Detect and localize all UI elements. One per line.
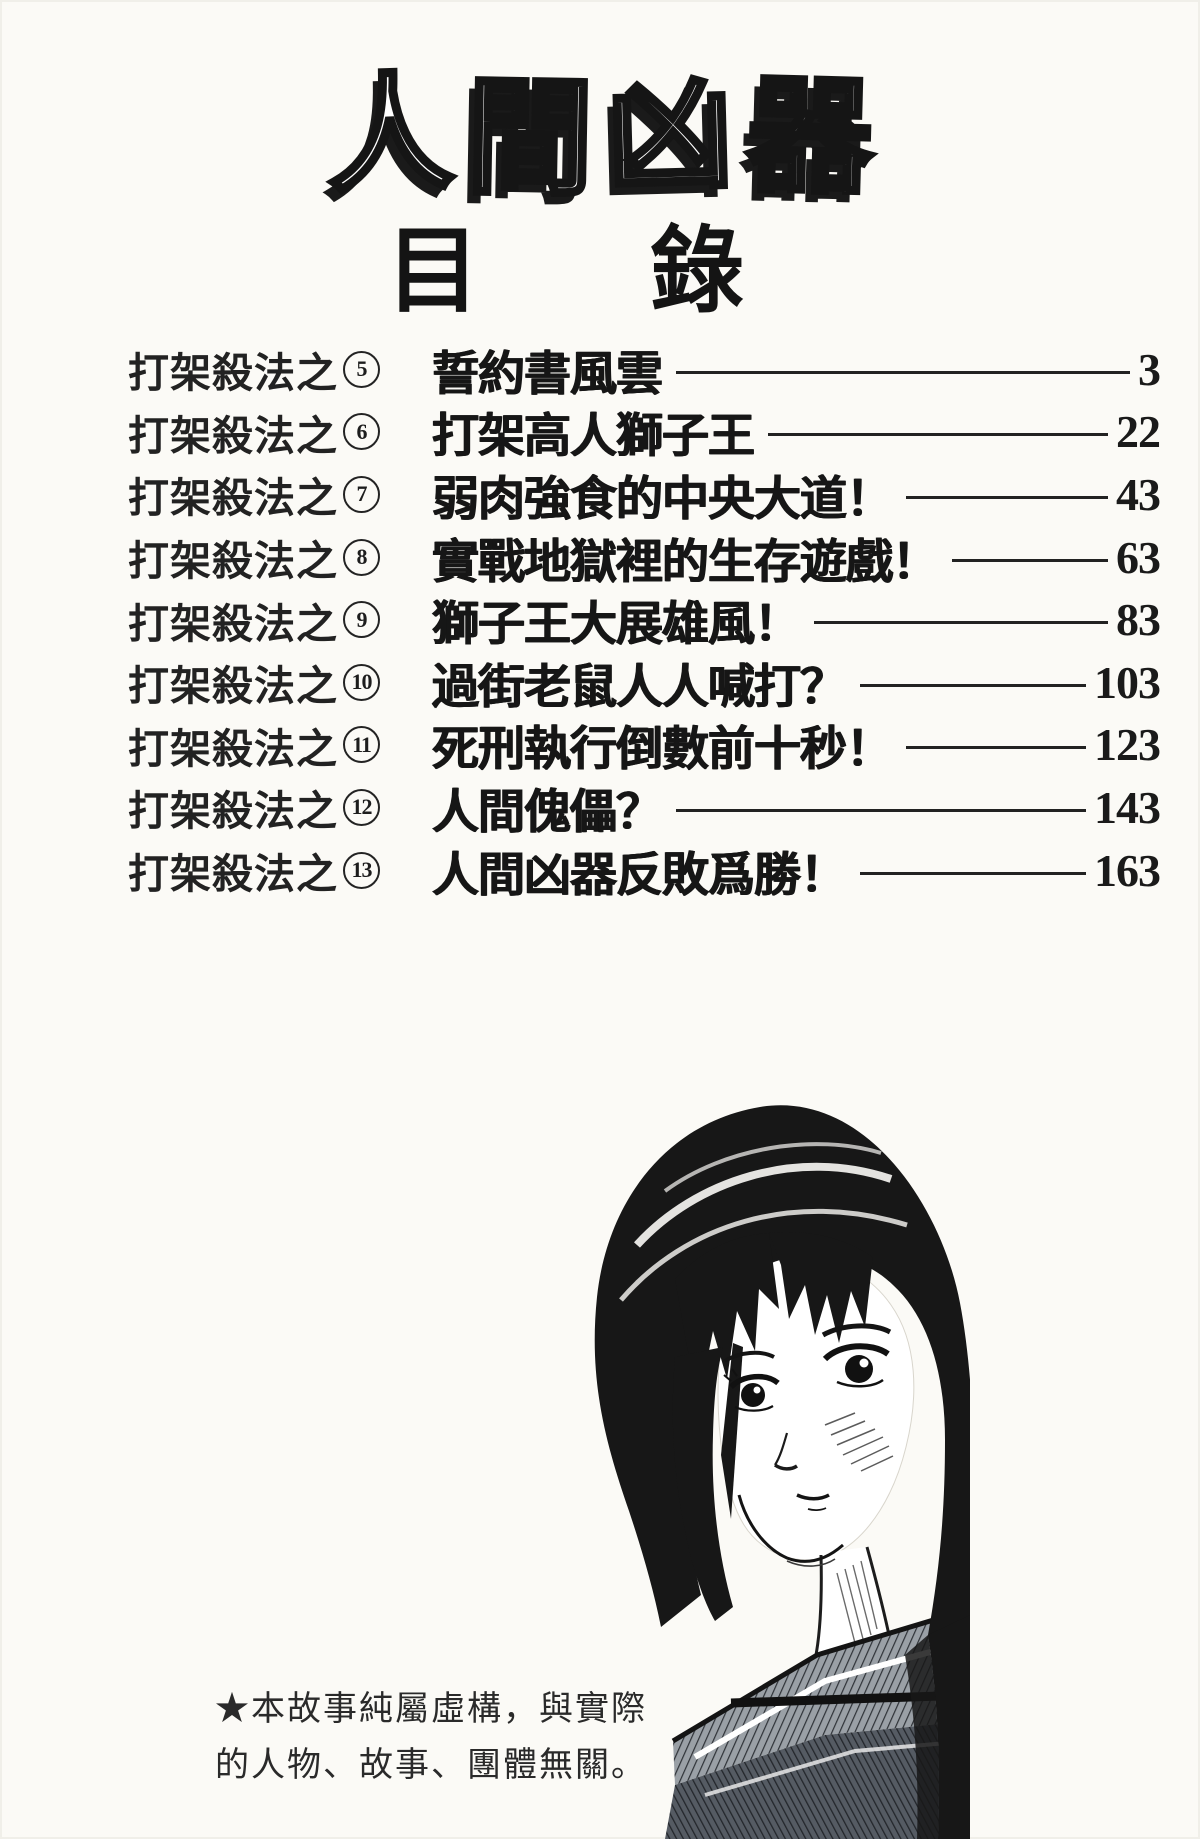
chapter-number-badge: 5 [343,350,380,388]
page-number: 43 [1116,468,1161,520]
chapter-number-badge: 11 [343,726,380,764]
chapter-title: 人間凶器反敗爲勝！ [432,847,847,901]
chapter-title: 誓約書風雲 [432,346,663,400]
chapter-prefix: 打架殺法之 [128,600,338,647]
chapter-prefix: 打架殺法之 [128,350,338,397]
page-number: 163 [1094,844,1161,896]
leader-line [676,808,1086,812]
chapter-prefix: 打架殺法之 [128,851,338,898]
leader-line [676,370,1130,374]
disclaimer-line: 的人物、故事、團體無關。 [215,1746,647,1784]
page-number: 63 [1116,531,1161,583]
page-number: 103 [1094,656,1161,708]
chapter-number-badge: 7 [343,475,380,513]
page-number: 143 [1094,781,1161,833]
leader-line [906,495,1108,499]
page-number: 123 [1094,719,1161,771]
toc-heading-char: 目 [385,218,480,323]
page-number: 22 [1116,406,1161,458]
chapter-prefix: 打架殺法之 [128,788,338,835]
leader-line [860,871,1086,875]
disclaimer: ★本故事純屬虛構，與實際 的人物、故事、團體無關。 [215,1681,647,1793]
chapter-number-badge: 10 [343,663,380,701]
book-title-char: 凶 [603,60,738,209]
chapter-title: 弱肉強食的中央大道！ [432,471,893,525]
leader-line [952,558,1108,562]
chapter-title: 死刑執行倒數前十秒！ [432,722,893,776]
chapter-prefix: 打架殺法之 [128,412,338,459]
chapter-prefix: 打架殺法之 [128,725,338,772]
book-title-char: 器 [743,62,878,211]
chapter-number-badge: 9 [343,601,380,639]
manga-girl-illustration [594,1105,970,1839]
chapter-title: 獅子王大展雄風！ [432,597,801,651]
book-title-char: 間 [463,64,596,212]
chapter-prefix: 打架殺法之 [128,538,338,585]
chapter-title: 打架高人獅子王 [432,409,755,463]
toc-heading-char: 錄 [650,218,745,323]
book-title-char: 人 [322,59,458,209]
chapter-number-badge: 6 [343,413,380,451]
chapter-number-badge: 12 [343,788,380,826]
chapter-number-badge: 8 [343,538,380,576]
chapter-prefix: 打架殺法之 [128,475,338,522]
chapter-number-badge: 13 [343,851,380,889]
book-title: 人間凶器 [0,59,1200,212]
page-number: 3 [1138,343,1161,395]
leader-line [906,746,1086,750]
chapter-title: 人間傀儡？ [432,784,663,838]
chapter-prefix: 打架殺法之 [128,663,338,710]
leader-line [814,621,1108,625]
chapter-title: 實戰地獄裡的生存遊戲！ [432,534,939,588]
page-number: 83 [1116,594,1161,646]
toc-heading: 目 錄 [386,224,744,318]
leader-line [768,433,1108,437]
chapter-title: 過街老鼠人人喊打？ [432,659,847,713]
leader-line [860,683,1086,687]
disclaimer-line: ★本故事純屬虛構，與實際 [215,1690,647,1728]
